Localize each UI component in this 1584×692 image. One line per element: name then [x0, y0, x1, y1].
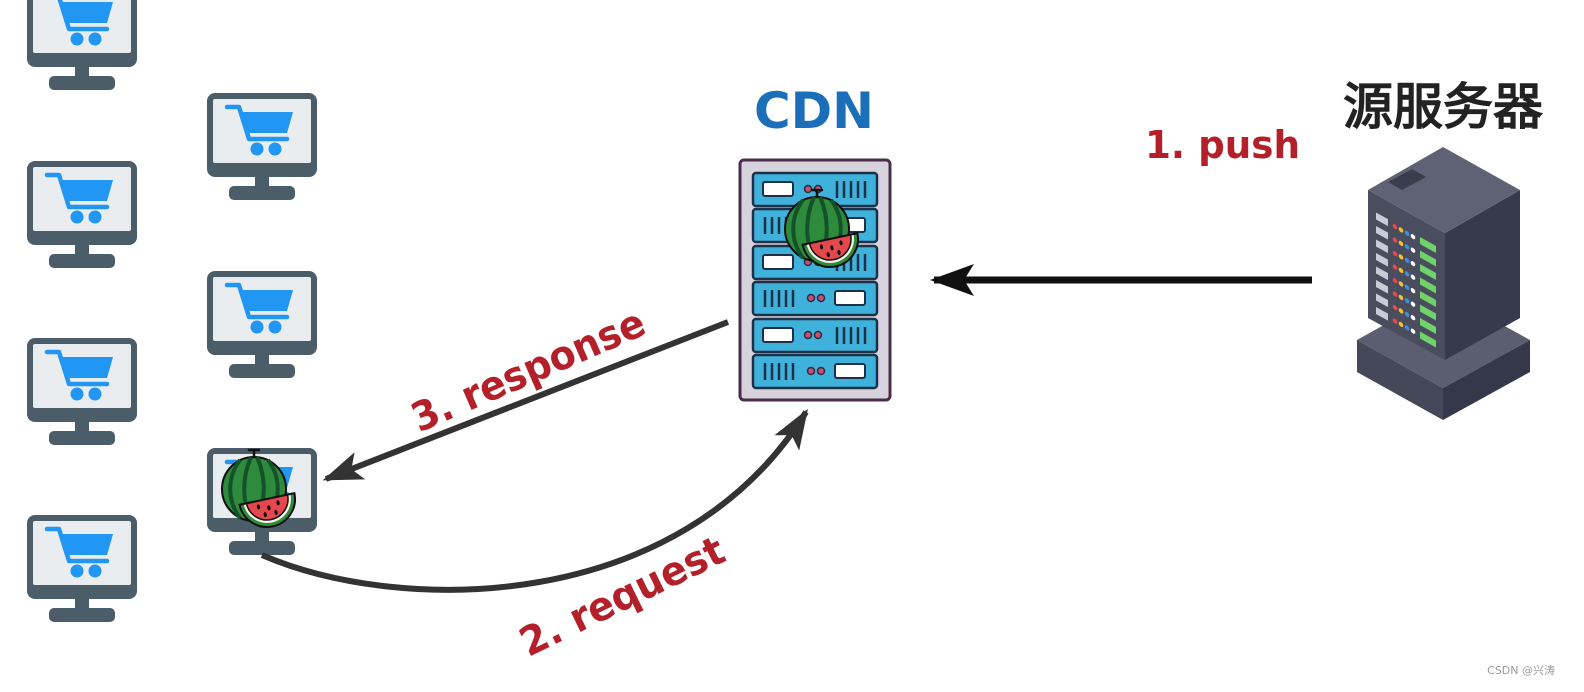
push-step-label: 1. push — [1145, 123, 1300, 167]
cdn-server-rack-icon — [738, 158, 892, 402]
response-step-label: 3. response — [405, 300, 653, 442]
origin-server-icon — [1357, 147, 1530, 420]
client-monitor — [207, 271, 317, 378]
request-step-label: 2. request — [513, 528, 733, 667]
client-monitor — [27, 338, 137, 445]
watermark-text: CSDN @兴涛 — [1487, 663, 1555, 677]
client-monitor — [207, 93, 317, 200]
client-monitor — [27, 515, 137, 622]
client-monitor — [27, 161, 137, 268]
response-arrow — [322, 319, 730, 482]
origin-server-label: 源服务器 — [1343, 78, 1544, 136]
request-arrow — [260, 408, 809, 593]
client-monitor — [27, 0, 137, 90]
cdn-label: CDN — [754, 82, 874, 140]
